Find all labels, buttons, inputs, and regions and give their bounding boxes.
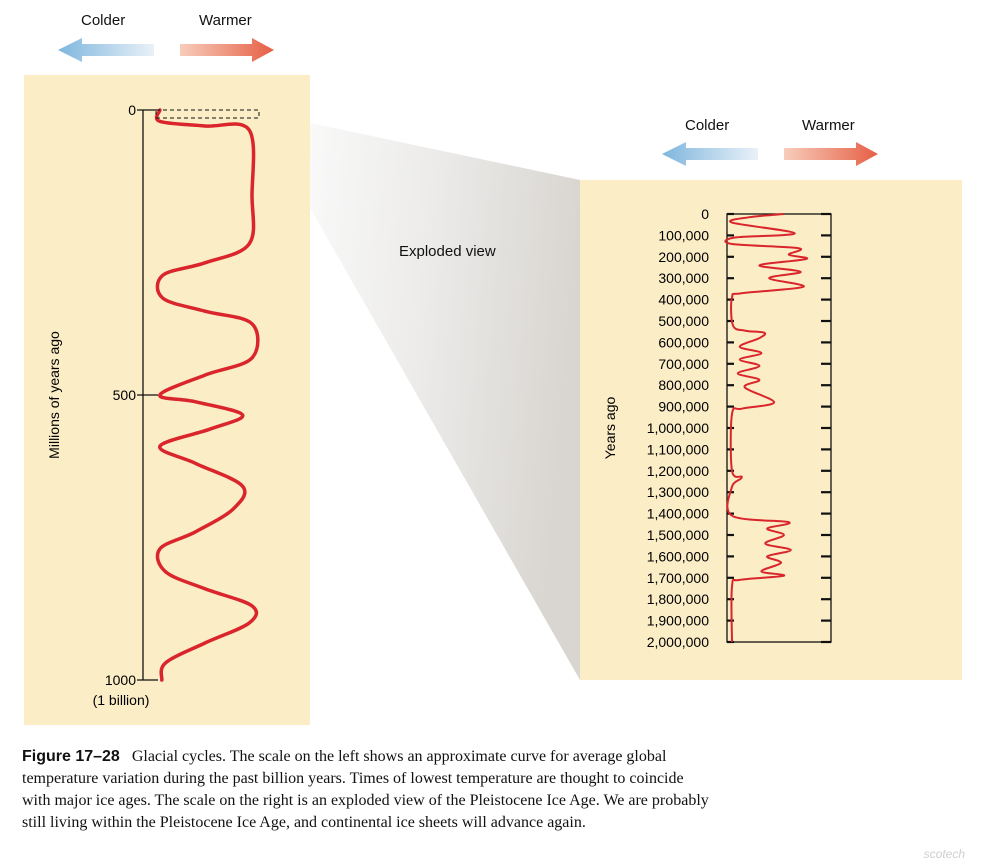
- left-y-tick-label: 0: [128, 102, 136, 118]
- figure-number: Figure 17–28: [22, 748, 120, 765]
- colder-label-right: Colder: [685, 117, 730, 134]
- right-y-tick-label: 1,100,000: [647, 441, 709, 457]
- right-y-tick-label: 700,000: [658, 356, 709, 372]
- right-y-tick-label: 1,600,000: [647, 548, 709, 564]
- right-y-tick-label: 1,400,000: [647, 506, 709, 522]
- warmer-arrow-icon: [784, 142, 878, 166]
- right-y-tick-label: 1,800,000: [647, 591, 709, 607]
- warmer-label-left: Warmer: [199, 12, 252, 29]
- right-y-tick-label: 200,000: [658, 249, 709, 265]
- right-y-tick-label: 500,000: [658, 313, 709, 329]
- figure-caption: Figure 17–28 Glacial cycles. The scale o…: [22, 746, 712, 834]
- watermark: scotech: [923, 847, 965, 861]
- right-y-tick-label: 1,200,000: [647, 463, 709, 479]
- colder-label-left: Colder: [81, 12, 126, 29]
- exploded-view-label: Exploded view: [399, 243, 496, 260]
- right-y-tick-label: 100,000: [658, 227, 709, 243]
- right-temperature-curve: [724, 213, 809, 643]
- caption-text: Glacial cycles. The scale on the left sh…: [22, 748, 709, 831]
- left-y-tick-label: 500: [113, 387, 137, 403]
- left-chart-panel: 0 500 1000 Millions of years ago (1 billio…: [24, 75, 310, 725]
- right-chart-svg: 0 100,000 200,000 300,000 400,000 500,000 600,…: [602, 206, 832, 650]
- right-chart-panel: 0 100,000 200,000 300,000 400,000 500,000 600,…: [580, 180, 962, 680]
- warmer-label-right: Warmer: [802, 117, 855, 134]
- right-y-tick-label: 400,000: [658, 292, 709, 308]
- right-y-tick-label: 1,300,000: [647, 484, 709, 500]
- left-chart-svg: 0 500 1000 Millions of years ago (1 billio…: [46, 102, 260, 708]
- right-y-tick-label: 0: [701, 206, 709, 222]
- right-y-tick-label: 900,000: [658, 399, 709, 415]
- y-axis-title-left: Millions of years ago: [46, 331, 62, 459]
- right-y-tick-label: 1,900,000: [647, 613, 709, 629]
- right-y-tick-label: 1,500,000: [647, 527, 709, 543]
- right-y-tick-label: 1,700,000: [647, 570, 709, 586]
- billion-label: (1 billion): [93, 692, 150, 708]
- left-temperature-curve: [154, 108, 260, 682]
- right-y-tick-label: 600,000: [658, 334, 709, 350]
- legend-arrows-left: [58, 38, 274, 62]
- legend-arrows-right: [662, 142, 878, 166]
- colder-arrow-icon: [58, 38, 154, 62]
- right-y-tick-label: 800,000: [658, 377, 709, 393]
- right-y-tick-label: 300,000: [658, 270, 709, 286]
- colder-arrow-icon: [662, 142, 758, 166]
- y-axis-title-right: Years ago: [602, 397, 618, 460]
- right-y-tick-label: 2,000,000: [647, 634, 709, 650]
- zoom-box: [155, 109, 260, 119]
- warmer-arrow-icon: [180, 38, 274, 62]
- right-y-tick-label: 1,000,000: [647, 420, 709, 436]
- right-chart-frame: [726, 213, 832, 643]
- left-y-tick-label: 1000: [105, 672, 136, 688]
